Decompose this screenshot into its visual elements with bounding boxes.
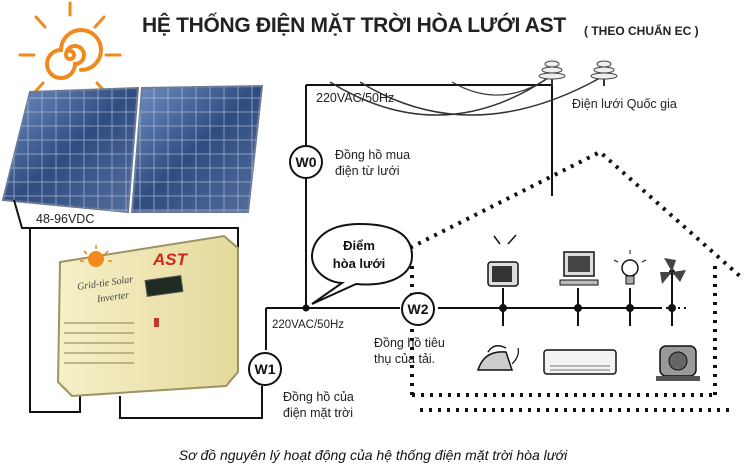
tie-point-label: Điểm hòa lưới (314, 237, 404, 273)
figure-caption: Sơ đồ nguyên lý hoạt động của hệ thống đ… (178, 447, 568, 463)
computer-icon (559, 251, 599, 286)
lightbulb-icon (613, 250, 647, 285)
ac-wiring (119, 84, 660, 419)
tie-point-label-line2: hòa lưới (332, 256, 386, 271)
w0-description-line1: Đồng hồ mua (335, 148, 411, 162)
meter-w2: W2 (401, 292, 435, 326)
meter-w0: W0 (289, 145, 323, 179)
w2-description-line1: Đồng hồ tiêu (374, 336, 445, 350)
voltage-label-top: 220VAC/50Hz (316, 91, 395, 105)
page-title: HỆ THỐNG ĐIỆN MẶT TRỜI HÒA LƯỚI AST (142, 14, 566, 37)
tie-point-label-line1: Điểm (343, 238, 375, 253)
dc-wiring (13, 199, 239, 413)
w0-description-line2: điện từ lưới (335, 164, 400, 178)
w2-description-line2: thụ của tải. (374, 352, 436, 366)
air-conditioner-icon (543, 349, 617, 375)
motor-icon (656, 345, 700, 381)
w1-description-line2: điện mặt trời (283, 406, 354, 420)
house-outline (377, 149, 744, 412)
w1-description-line1: Đồng hồ của (283, 390, 354, 404)
tie-point-bubble (310, 222, 414, 305)
solar-panels (1, 84, 264, 214)
inverter-unit (56, 234, 239, 398)
fan-icon (660, 258, 686, 288)
load-taps (499, 288, 676, 326)
inverter-brand-logo: AST (153, 250, 187, 269)
sun-icon (18, 1, 122, 112)
voltage-label-mid: 220VAC/50Hz (272, 319, 345, 331)
page-subtitle: ( THEO CHUẨN EC ) (584, 24, 699, 38)
grid-power-lines (329, 60, 618, 116)
tv-icon (487, 234, 519, 287)
dc-voltage-label: 48-96VDC (36, 212, 95, 226)
iron-icon (476, 345, 519, 371)
grid-national-label: Điện lưới Quốc gia (572, 97, 677, 111)
meter-w1: W1 (248, 352, 282, 386)
